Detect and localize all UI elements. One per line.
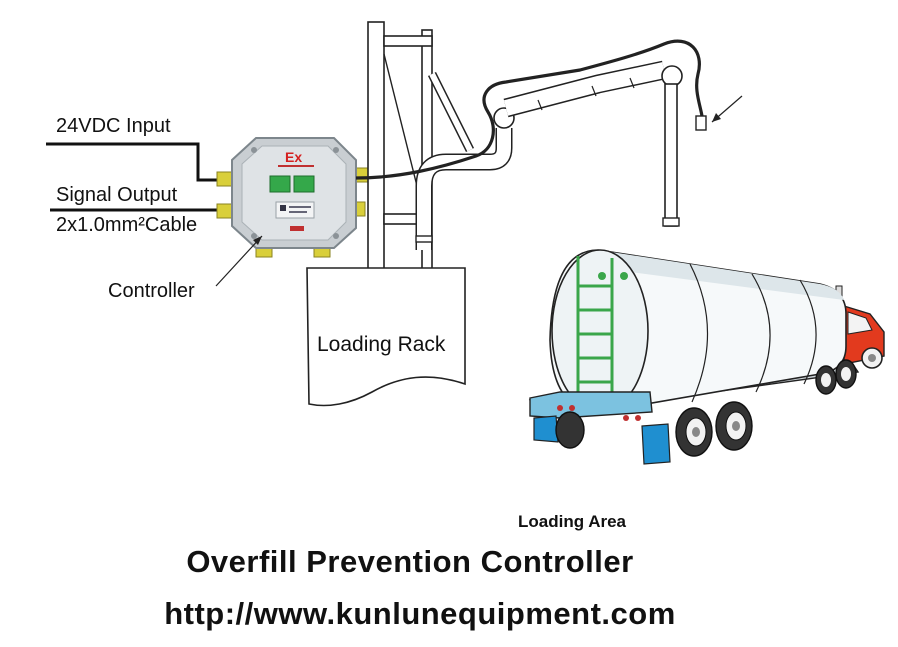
loading-area-label: Loading Area	[518, 512, 626, 531]
truck-wheels	[555, 359, 857, 457]
input-label: 24VDC Input	[56, 115, 171, 137]
ex-mark-text: Ex	[285, 149, 302, 165]
input-wire	[46, 142, 232, 182]
ex-mark: Ex	[285, 149, 302, 165]
tank-ladder	[576, 256, 628, 396]
tanker-truck	[528, 249, 885, 465]
loading-rack-label: Loading Rack	[317, 333, 446, 356]
controller-label: Controller	[108, 280, 195, 302]
website-url: http://www.kunlunequipment.com	[164, 596, 676, 631]
riser-pipe	[415, 107, 515, 250]
controller-box	[216, 137, 369, 258]
diagram-title: Overfill Prevention Controller	[186, 544, 634, 579]
cable-spec-label: 2x1.0mm²Cable	[56, 214, 198, 236]
signal-output-label: Signal Output	[56, 184, 178, 206]
probe-pointer-arrow	[711, 95, 743, 123]
loading-arm	[503, 60, 683, 227]
signal-cable	[355, 39, 707, 180]
loading-rack	[306, 21, 475, 407]
controller-pointer-arrow	[215, 235, 263, 287]
